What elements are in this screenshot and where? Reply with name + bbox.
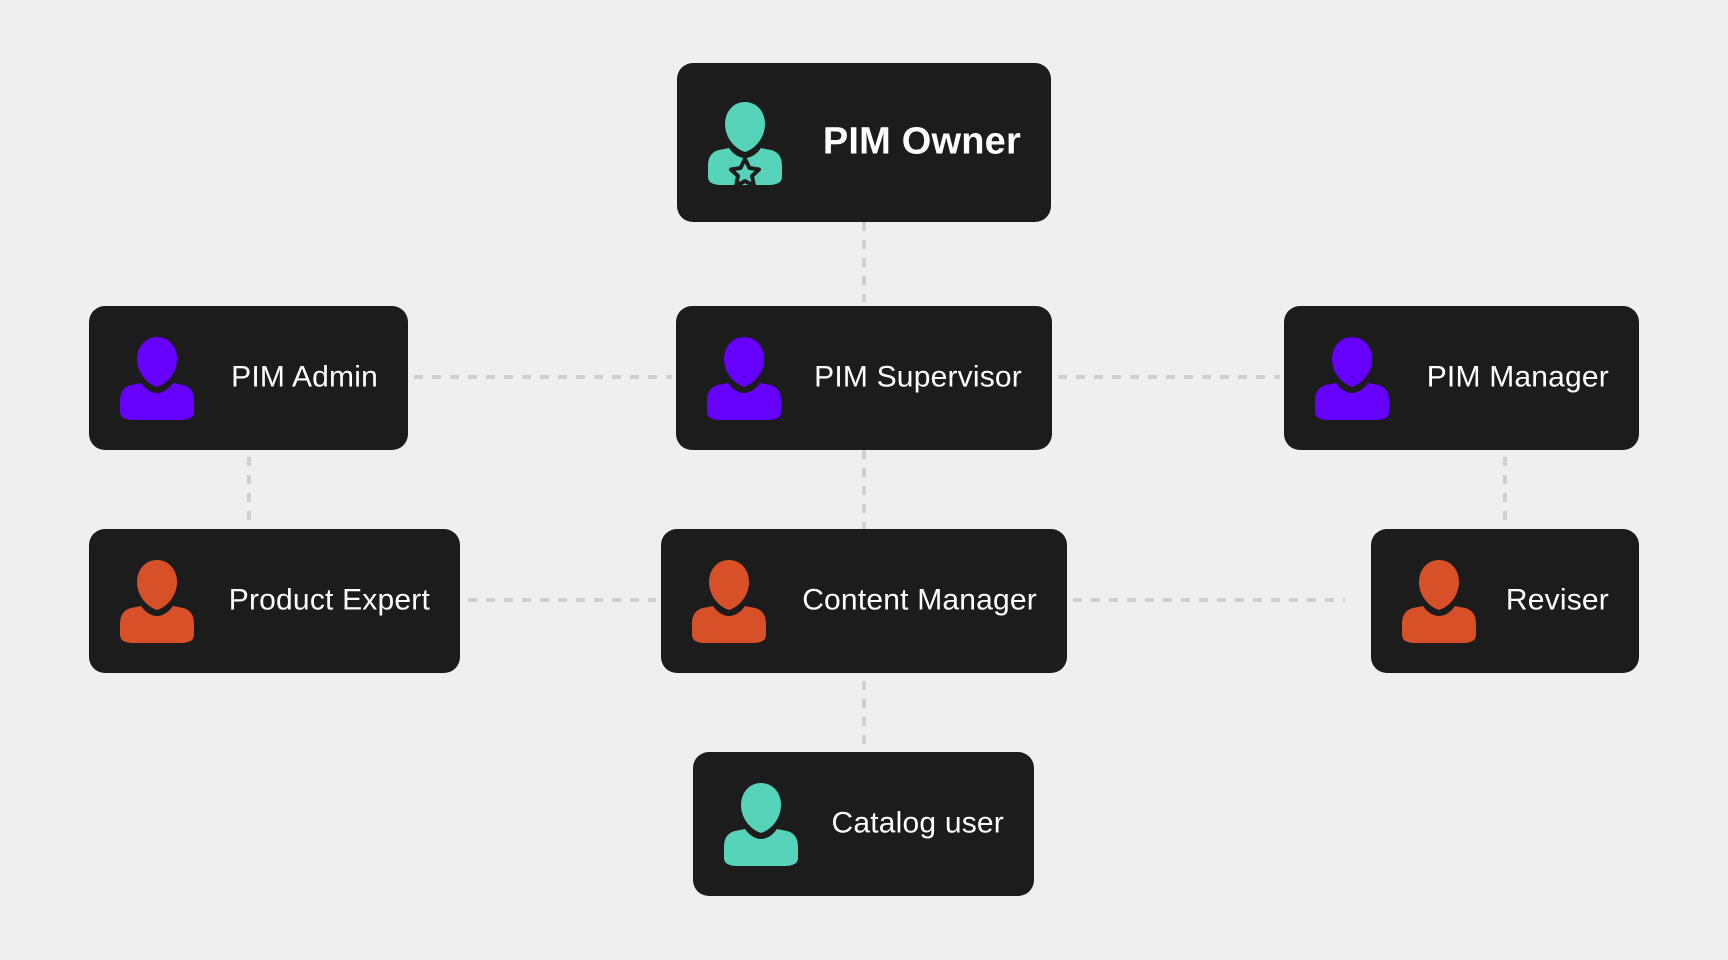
role-card-content-manager[interactable]: Content Manager [661, 529, 1067, 673]
role-card-pim-owner[interactable]: PIM Owner [677, 63, 1051, 222]
user-star-icon [707, 97, 783, 188]
role-label: PIM Admin [231, 360, 378, 394]
role-label: PIM Manager [1426, 360, 1609, 394]
user-icon [119, 558, 195, 644]
role-card-reviser[interactable]: Reviser [1371, 529, 1639, 673]
connector-manager-reviser [1503, 457, 1507, 523]
role-label: Content Manager [802, 583, 1037, 617]
role-label: PIM Owner [822, 120, 1021, 163]
role-card-catalog-user[interactable]: Catalog user [693, 752, 1034, 896]
connector-admin-supervisor [414, 375, 672, 379]
connector-supervisor-content [862, 450, 866, 529]
role-card-pim-admin[interactable]: PIM Admin [89, 306, 408, 450]
role-card-pim-supervisor[interactable]: PIM Supervisor [676, 306, 1052, 450]
connector-admin-expert [247, 457, 251, 523]
connector-owner-supervisor [862, 222, 866, 302]
connector-content-catalog [862, 681, 866, 745]
role-label: Catalog user [831, 806, 1004, 840]
user-icon [691, 558, 767, 644]
role-label: Product Expert [228, 583, 430, 617]
role-card-product-expert[interactable]: Product Expert [89, 529, 460, 673]
user-icon [119, 335, 195, 421]
user-icon [706, 335, 782, 421]
user-icon [1401, 558, 1477, 644]
user-icon [1314, 335, 1390, 421]
role-card-pim-manager[interactable]: PIM Manager [1284, 306, 1639, 450]
connector-expert-content [468, 598, 656, 602]
role-label: Reviser [1505, 583, 1609, 617]
connector-content-reviser [1073, 598, 1345, 602]
connector-supervisor-manager [1058, 375, 1280, 379]
user-icon [723, 781, 799, 867]
role-label: PIM Supervisor [814, 360, 1022, 394]
